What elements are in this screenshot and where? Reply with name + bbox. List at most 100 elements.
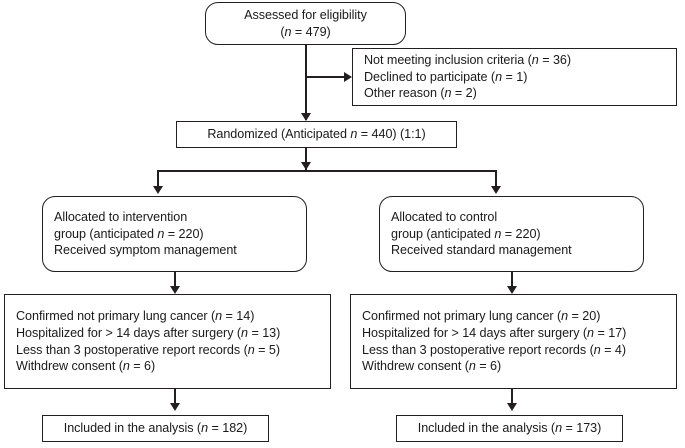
exclusions-left-line-4-text: Withdrew consent ( [16,359,123,374]
connector-randomized-down [305,148,307,170]
exclusions-left-line-2: Hospitalized for > 14 days after surgery… [5,325,280,342]
exclusions-left-line-1: Confirmed not primary lung cancer (n = 1… [5,308,254,325]
exclusions-right-line-1-n: n [561,309,569,324]
exclusions-left-line-4-value: = 6) [129,359,156,374]
arrowhead-into-analysis-right [507,403,517,411]
exclusions-left-line-3-text: Less than 3 postoperative report records… [16,342,248,357]
arrowhead-into-exclusions-right [507,286,517,294]
node-allocated-intervention: Allocated to intervention group (anticip… [42,196,307,272]
exclusions-right-line-3-text: Less than 3 postoperative report records… [362,342,594,357]
exclusions-left-line-3: Less than 3 postoperative report records… [5,342,280,359]
excluded-pre-line-1-value: = 36) [538,53,572,68]
excluded-pre-line-1-n: n [531,53,539,68]
exclusions-right-line-2-n: n [587,325,595,340]
exclusions-right-line-4-text: Withdrew consent ( [362,359,469,374]
analysis-left-n-value: = 182) [208,421,248,436]
arrowhead-into-alloc-control [491,186,501,194]
arrowhead-into-analysis-left [170,403,180,411]
analysis-right-n-symbol: n [555,421,563,436]
node-randomized: Randomized (Anticipated n = 440) (1:1) [176,121,457,148]
alloc-intervention-line-3: Received symptom management [54,243,237,258]
connector-split-left [157,170,159,192]
exclusions-right-line-2-text: Hospitalized for > 14 days after surgery… [362,325,588,340]
assessed-paren-open: ( [280,24,285,39]
alloc-intervention-n-value: = 220) [164,226,204,241]
exclusions-right-line-1-value: = 20) [568,309,601,324]
excluded-pre-line-2-text: Declined to participate ( [364,69,496,84]
arrowhead-into-excluded-pre [344,72,352,82]
excluded-pre-line-2-value: = 1) [502,69,528,84]
connector-assessed-to-randomized [305,44,307,120]
alloc-intervention-line-2-text: group (anticipated [54,226,158,241]
excluded-pre-line-3-value: = 2) [451,86,477,101]
analysis-left-text: Included in the analysis (n = 182) [64,420,248,437]
exclusions-left-line-4: Withdrew consent (n = 6) [5,358,155,375]
exclusions-right-line-3: Less than 3 postoperative report records… [351,342,626,359]
connector-alloc-right-to-exclusions [511,272,513,290]
excluded-pre-line-1: Not meeting inclusion criteria (n = 36) [353,52,571,69]
exclusions-left-line-2-text: Hospitalized for > 14 days after surgery… [16,325,242,340]
alloc-control-line-2: group (anticipated n = 220) [380,226,541,243]
exclusions-left-line-1-text: Confirmed not primary lung cancer ( [16,309,216,324]
connector-to-excluded-pre [305,76,349,78]
assessed-n-value: = 479) [291,24,331,39]
assessed-n-symbol: n [284,24,292,39]
excluded-pre-line-3-n: n [444,86,452,101]
exclusions-left-line-4-n: n [122,359,130,374]
alloc-control-n-symbol: n [494,226,502,241]
excluded-pre-line-1-text: Not meeting inclusion criteria ( [364,53,532,68]
exclusions-right-line-3-n: n [593,342,601,357]
randomized-n-symbol: n [350,127,358,142]
arrowhead-into-alloc-intervention [153,186,163,194]
exclusions-right-line-1-text: Confirmed not primary lung cancer ( [362,309,562,324]
node-allocated-control: Allocated to control group (anticipated … [379,196,644,272]
node-exclusions-control: Confirmed not primary lung cancer (n = 2… [350,294,677,389]
alloc-intervention-line-1: Allocated to intervention [54,210,188,225]
exclusions-left-line-1-value: = 14) [222,309,255,324]
node-exclusions-intervention: Confirmed not primary lung cancer ( n = 1… [4,294,331,389]
exclusions-left-line-2-value: = 13) [248,325,281,340]
alloc-control-line-2-text: group (anticipated [391,226,495,241]
alloc-control-line-1: Allocated to control [391,210,498,225]
analysis-right-text-pre: Included in the analysis ( [417,421,556,436]
randomized-text-pre: Randomized (Anticipated [207,127,351,142]
connector-alloc-left-to-exclusions [174,272,176,290]
alloc-intervention-n-symbol: n [157,226,165,241]
excluded-pre-line-2-n: n [495,69,503,84]
exclusions-right-line-2: Hospitalized for > 14 days after surgery… [351,325,626,342]
arrowhead-into-randomized [301,113,311,121]
alloc-control-line-3: Received standard management [391,243,572,258]
exclusions-right-line-4-value: = 6) [475,359,502,374]
assessed-line-2: (n = 479) [280,24,330,41]
connector-split-right [495,170,497,192]
alloc-control-n-value: = 220) [501,226,541,241]
randomized-n-value: = 440) (1:1) [357,127,426,142]
analysis-right-text: Included in the analysis (n = 173) [418,420,602,437]
exclusions-left-line-3-n: n [247,342,255,357]
exclusions-right-line-3-value: = 4) [600,342,626,357]
node-analysis-intervention: Included in the analysis (n = 182) [42,415,269,442]
alloc-intervention-line-2: group (anticipated n = 220) [43,226,204,243]
analysis-left-n-symbol: n [201,421,209,436]
split-bar-horizontal [157,170,497,172]
analysis-left-text-pre: Included in the analysis ( [63,421,202,436]
randomized-text: Randomized (Anticipated n = 440) (1:1) [207,126,425,143]
exclusions-left-line-3-value: = 5) [254,342,280,357]
connector-exclusions-left-to-analysis [174,389,176,407]
exclusions-right-line-4-n: n [468,359,476,374]
excluded-pre-line-2: Declined to participate (n = 1) [353,69,527,86]
assessed-line-1: Assessed for eligibility [244,7,367,22]
node-assessed-for-eligibility: Assessed for eligibility (n = 479) [205,2,406,45]
arrowhead-into-exclusions-left [170,286,180,294]
node-excluded-before-randomization: Not meeting inclusion criteria (n = 36) … [352,48,677,106]
connector-exclusions-right-to-analysis [511,389,513,407]
excluded-pre-line-3-text: Other reason ( [364,86,445,101]
exclusions-left-line-2-n: n [241,325,249,340]
arrowhead-split-bar [301,162,311,170]
exclusions-right-line-2-value: = 17) [594,325,627,340]
analysis-right-n-value: = 173) [562,421,602,436]
exclusions-right-line-4: Withdrew consent (n = 6) [351,358,501,375]
node-analysis-control: Included in the analysis (n = 173) [396,415,623,442]
excluded-pre-line-3: Other reason (n = 2) [353,85,477,102]
